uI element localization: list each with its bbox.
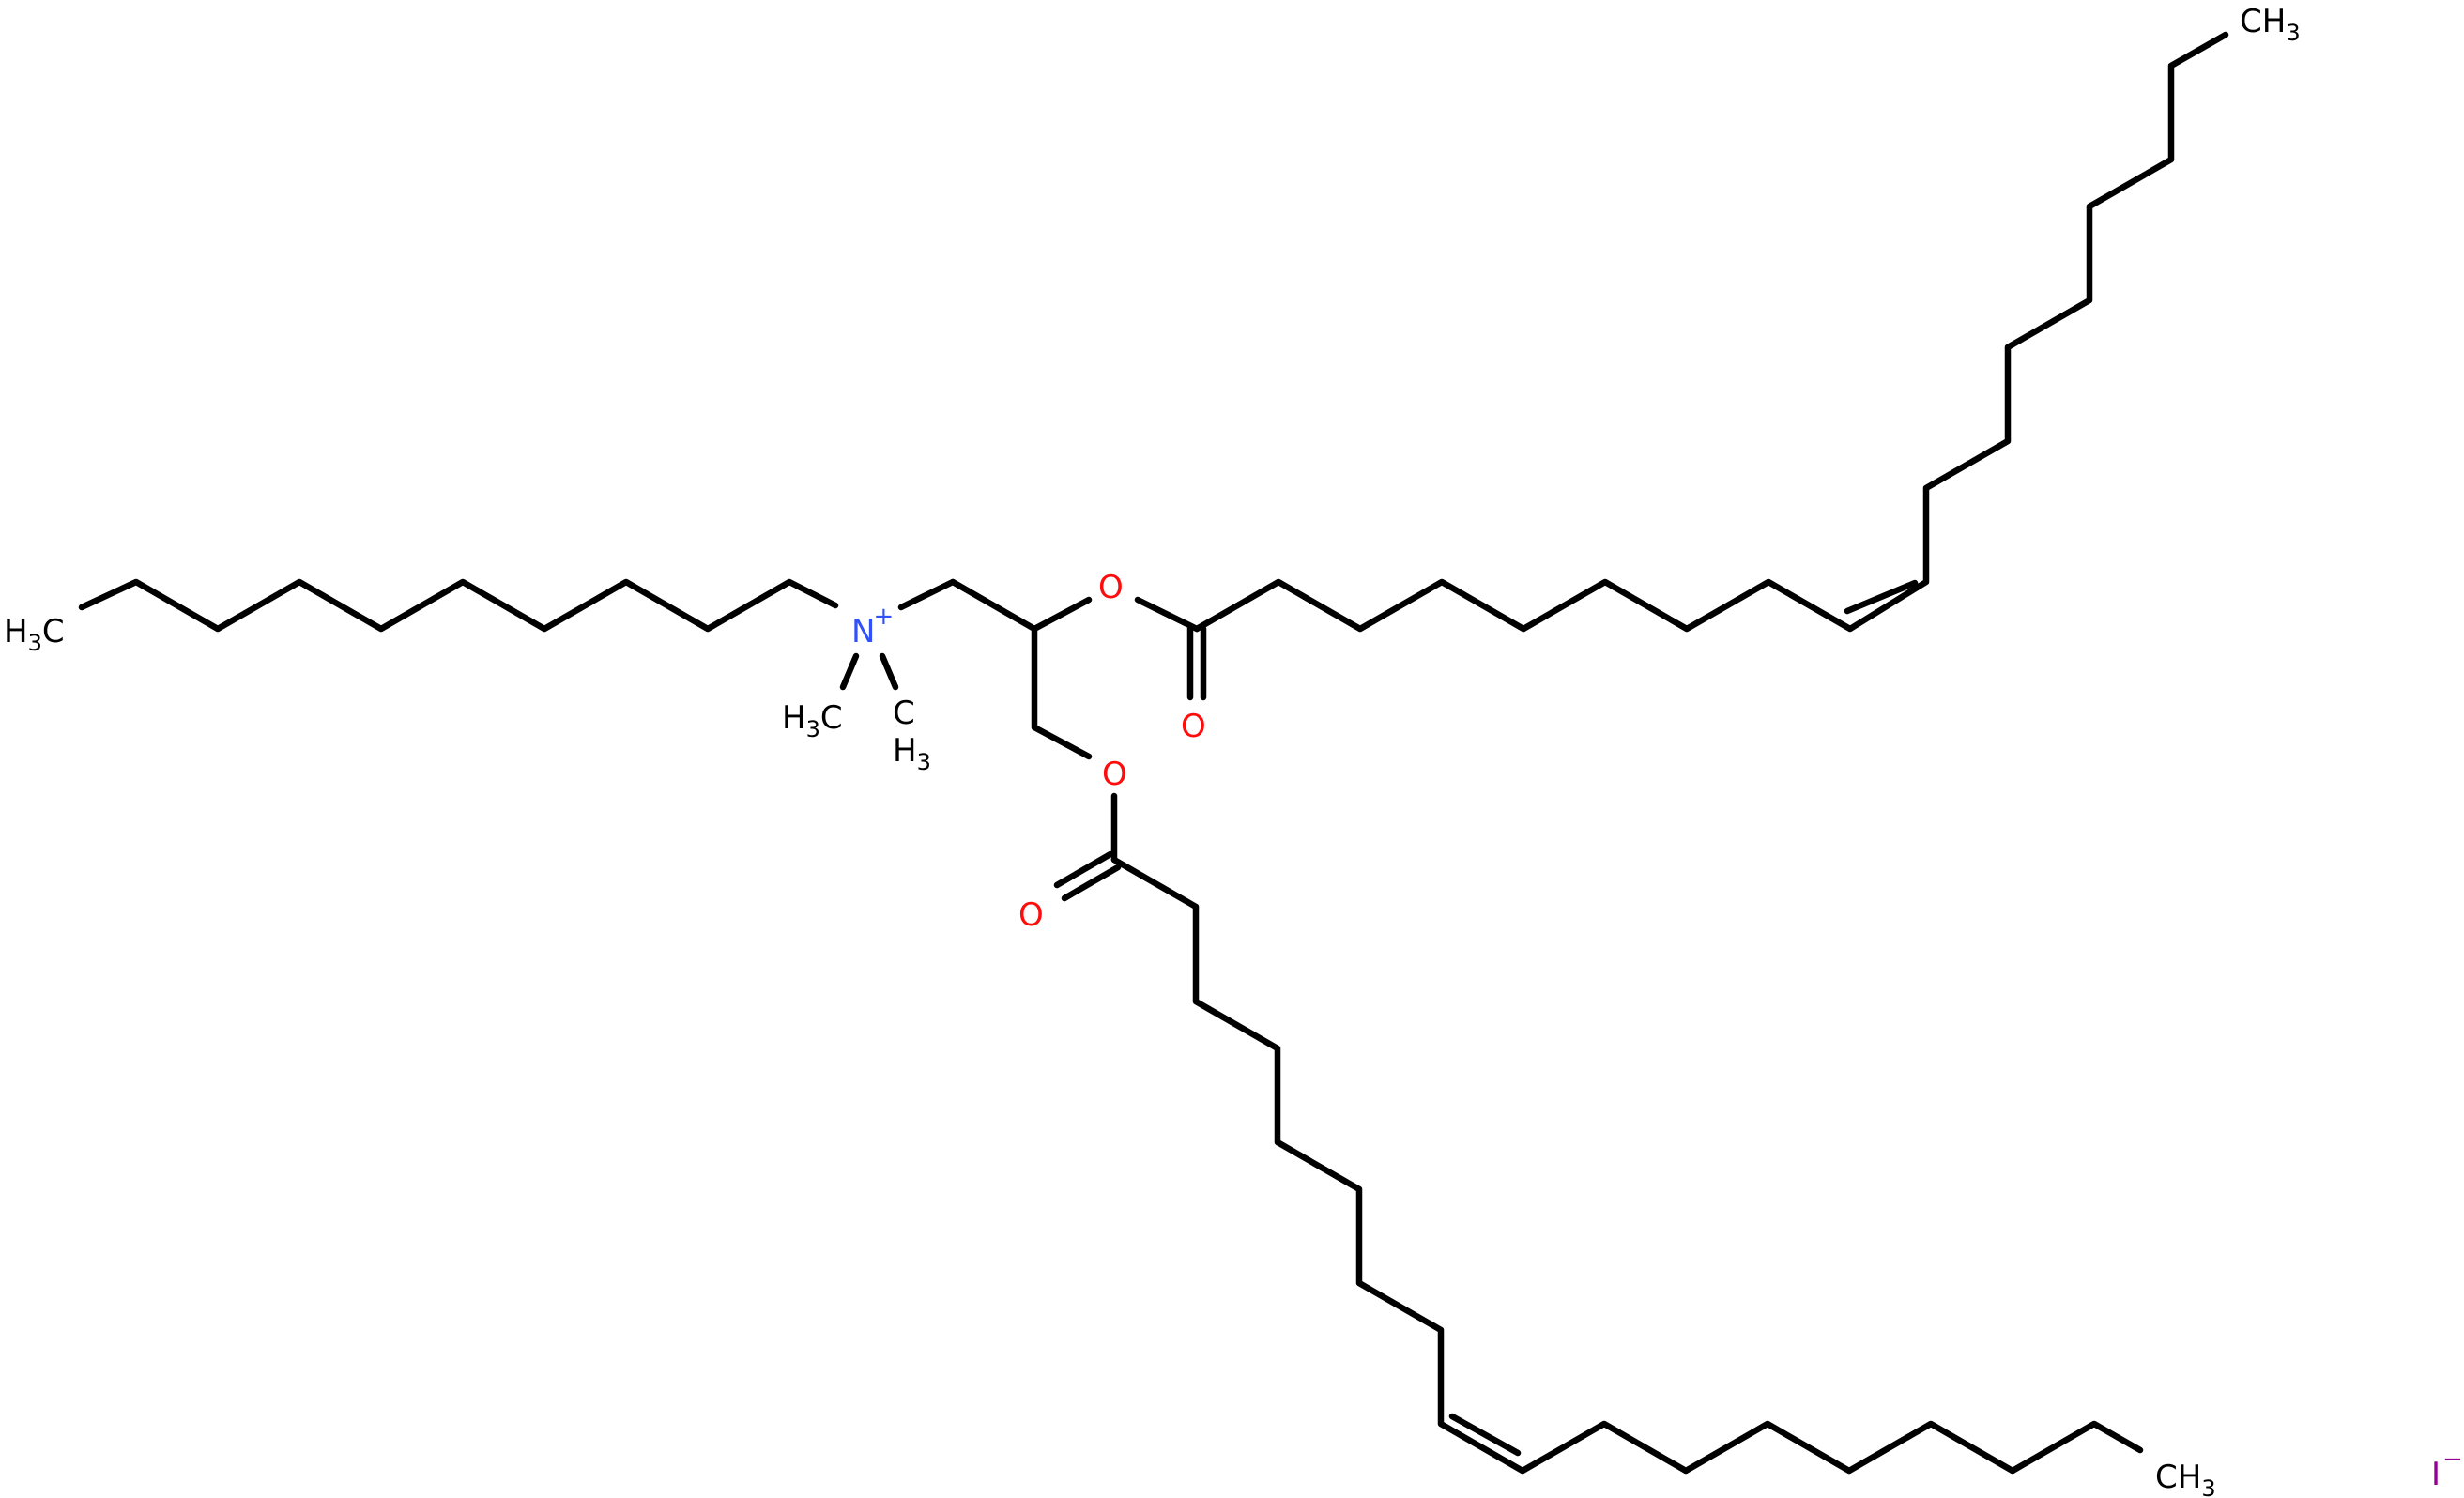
upper-carbonyl-oxygen-label: O [1181, 708, 1206, 745]
lower-oleoyl-methyl-label: CH3 [2155, 1459, 2216, 1498]
decyl-chain-bonds [78, 578, 839, 633]
lower-carbonyl-oxygen-label: O [1018, 896, 1044, 934]
lower-oleoyl-chain-bonds [1110, 856, 2144, 1475]
ch-to-ester-o-bond [1031, 596, 1093, 633]
carbonyl-lower-double-bond-a [1053, 850, 1114, 889]
carbonyl-lower-double-bond-b [1061, 864, 1122, 902]
n-methyl-left-bond [839, 652, 860, 691]
upper-ester-group [1134, 596, 1207, 701]
glycerol-backbone-bonds [949, 578, 1093, 760]
ester-o-to-carbonyl-bond [1134, 596, 1201, 633]
n-methyl-right-label-h3: H3 [893, 732, 931, 775]
n-methyl-right-bond [879, 652, 899, 691]
n-to-ch2-bond [897, 578, 957, 611]
upper-oleoyl-methyl-label: CH3 [2240, 3, 2301, 46]
upper-cis-double-bond-inner [1844, 579, 1919, 615]
upper-ester-oxygen-label: O [1098, 569, 1124, 606]
lower-ester-group [1053, 792, 1122, 902]
ammonium-nitrogen-label: N+ [851, 603, 894, 650]
glycerol-backbone [949, 578, 1093, 760]
decyl-terminal-methyl-label: H3C [4, 613, 65, 656]
lower-ester-oxygen-label: O [1102, 756, 1127, 793]
upper-oleoyl-chain-bonds [1193, 31, 2229, 633]
ammonium-bonds [839, 578, 957, 691]
n-methyl-left-label: H3C [782, 699, 843, 742]
decyl-chain [78, 578, 839, 633]
lower-oleoyl-chain [1110, 856, 2144, 1475]
upper-oleoyl-chain [1193, 31, 2229, 633]
n-methyl-right-label-c: C [893, 695, 915, 732]
iodide-counterion-label: I− [2431, 1445, 2463, 1493]
lower-cis-double-bond-inner [1448, 1413, 1522, 1457]
